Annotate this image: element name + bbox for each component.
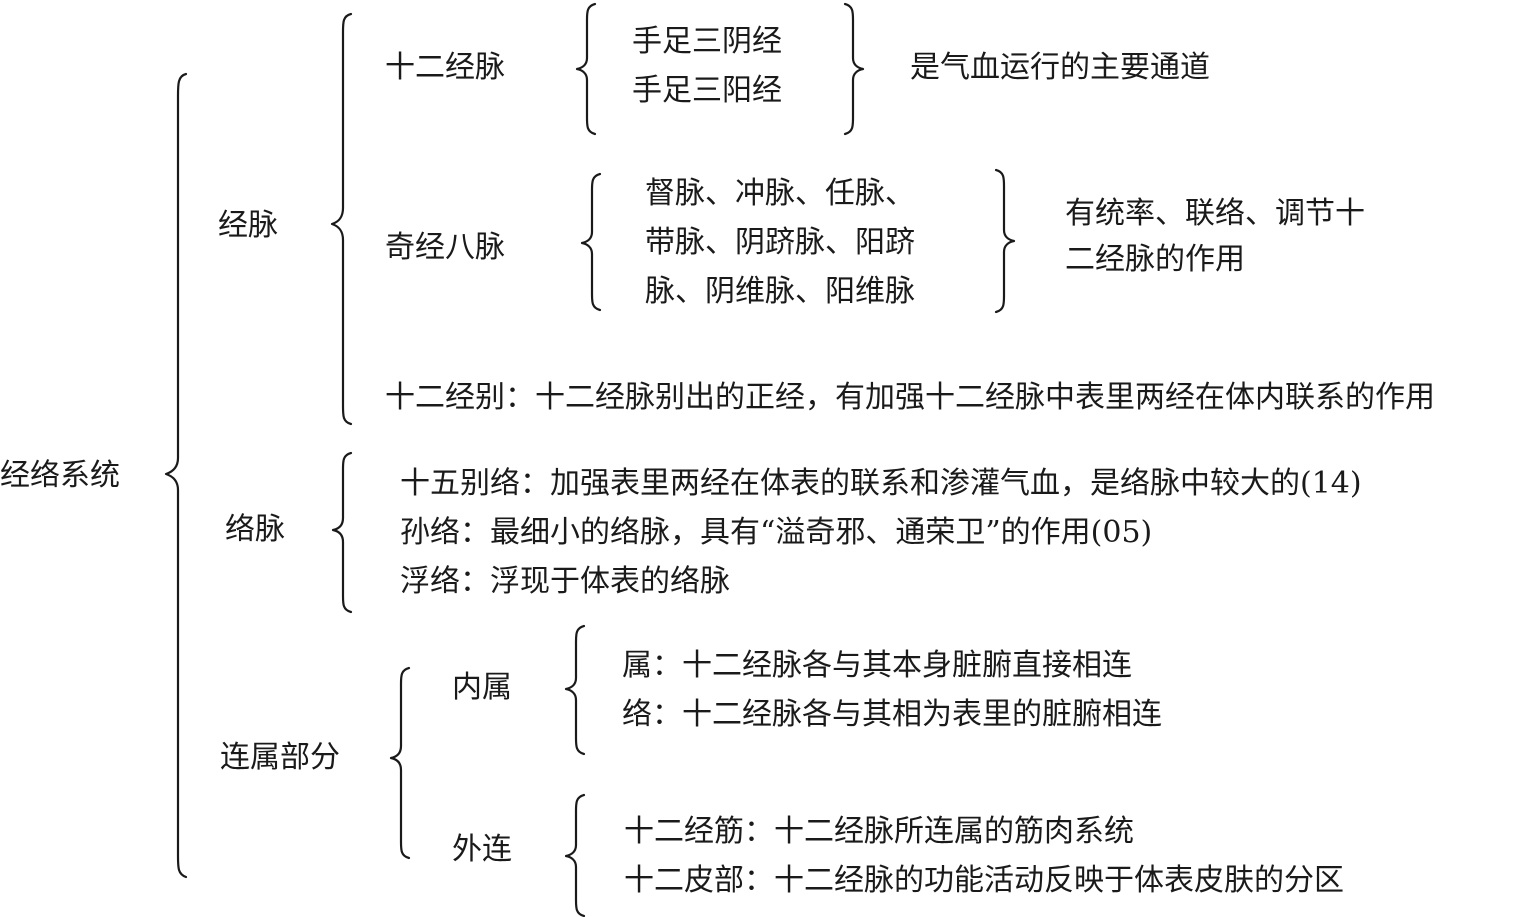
neishu-label: 内属 [452,670,512,705]
luomai-item-2: 孙络：最细小的络脉，具有“溢奇邪、通荣卫”的作用(05) [400,515,1153,550]
luomai-item-1: 十五别络：加强表里两经在体表的联系和渗灌气血，是络脉中较大的(14) [400,466,1362,501]
neishu-item-1: 属：十二经脉各与其本身脏腑直接相连 [622,648,1132,683]
lianshu-label: 连属部分 [220,740,340,775]
jingmai-label: 经脉 [218,208,278,243]
qijing-brace-right [994,168,1016,314]
wailian-item-1: 十二经筋：十二经脉所连属的筋肉系统 [624,814,1134,849]
qijing-line-1: 督脉、冲脉、任脉、 [645,176,915,211]
qijing-desc-line-1: 有统率、联络、调节十 [1065,196,1365,231]
shier-jingmai-desc: 是气血运行的主要通道 [910,50,1210,85]
luomai-item-3: 浮络：浮现于体表的络脉 [400,564,730,599]
root-label: 经络系统 [0,458,120,493]
luomai-brace [331,451,353,614]
shier-jingmai-brace-left [575,2,597,136]
qijing-bamai-label: 奇经八脉 [385,230,505,265]
shier-jingmai-item-2: 手足三阳经 [632,73,782,108]
root-brace [164,72,188,879]
wailian-brace [564,793,586,917]
qijing-brace-left [580,172,602,312]
qijing-desc-line-2: 二经脉的作用 [1065,242,1245,277]
qijing-line-3: 脉、阴维脉、阳维脉 [645,274,915,309]
jingbie-text: 十二经别：十二经脉别出的正经，有加强十二经脉中表里两经在体内联系的作用 [385,380,1435,415]
luomai-label: 络脉 [225,512,285,547]
neishu-brace [564,624,586,756]
lianshu-brace [389,666,411,860]
wailian-item-2: 十二皮部：十二经脉的功能活动反映于体表皮肤的分区 [624,863,1344,898]
shier-jingmai-label: 十二经脉 [385,50,505,85]
qijing-line-2: 带脉、阴跻脉、阳跻 [645,225,915,260]
wailian-label: 外连 [452,832,512,867]
neishu-item-2: 络：十二经脉各与其相为表里的脏腑相连 [622,697,1162,732]
shier-jingmai-brace-right [843,2,865,136]
shier-jingmai-item-1: 手足三阴经 [632,24,782,59]
jingmai-brace [330,12,353,426]
